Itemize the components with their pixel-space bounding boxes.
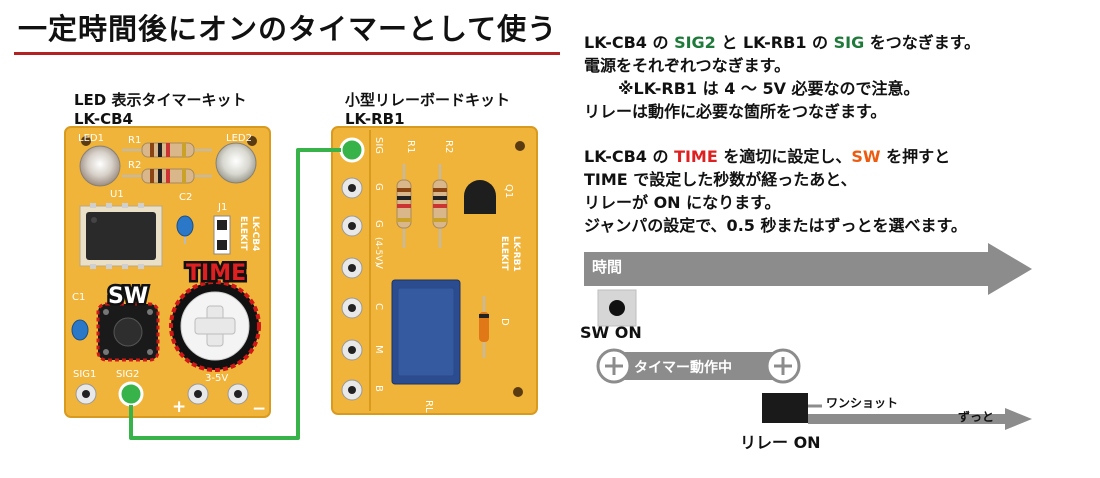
solder-pad-icon	[341, 177, 363, 199]
cb4-sig1-label: SIG1	[73, 369, 96, 380]
time-arrow	[584, 243, 1032, 295]
rb1-r2-label: R2	[443, 140, 454, 153]
resistor-icon	[122, 142, 212, 158]
resistor-icon	[432, 164, 448, 248]
solder-pad-icon	[339, 137, 365, 163]
rb1-b-label: B	[373, 385, 384, 392]
rb1-d-label: D	[499, 318, 510, 326]
timer-running-label: タイマー動作中	[634, 360, 732, 376]
rb1-q1-label: Q1	[503, 184, 514, 198]
cb4-c2-label: C2	[179, 192, 192, 203]
led1-icon	[79, 145, 121, 187]
one-shot-label: ワンショット	[826, 396, 899, 410]
rb1-rl-label: RL	[423, 400, 434, 413]
page-title: 一定時間後にオンのタイマーとして使う	[18, 12, 558, 46]
cb4-board-name: LED 表示タイマーキット	[74, 91, 247, 109]
relay-on-label: リレー ON	[740, 433, 821, 452]
time-callout: TIME	[186, 261, 246, 286]
cb4-plus-label: +	[172, 397, 186, 417]
cb4-board-model: LK-CB4	[74, 110, 133, 128]
capacitor-icon	[71, 319, 89, 341]
desc1-line2: 電源をそれぞれつなぎます。	[584, 56, 791, 75]
lk-rb1-board: SIG G G (4-5V) V C M B R1 R2 Q1 ELEKIT L…	[331, 126, 538, 415]
sw-callout: SW	[108, 284, 148, 309]
rb1-v-label: V	[373, 262, 384, 269]
forever-label: ずっと	[958, 410, 995, 424]
cb4-led1-label: LED1	[78, 133, 104, 144]
rb1-r1-label: R1	[405, 140, 416, 153]
wiring-illustration: LED1 LED2 R1 R2 U1 C2	[64, 126, 538, 440]
desc2-line3: リレーが ON になります。	[584, 193, 781, 212]
desc2-line1: LK-CB4 の TIME を適切に設定し、SW を押すと	[584, 147, 951, 166]
cb4-sig2-label: SIG2	[116, 369, 139, 380]
rb1-sig-label: SIG	[373, 137, 384, 154]
rb1-m-label: M	[373, 345, 384, 354]
cb4-board-label: LED 表示タイマーキット LK-CB4	[74, 91, 246, 129]
led2-icon	[215, 142, 257, 184]
desc1-line4: リレーは動作に必要な箇所をつなぎます。	[584, 102, 887, 121]
diode-icon	[479, 296, 489, 358]
solder-pad-icon	[341, 297, 363, 319]
capacitor-icon	[176, 215, 194, 244]
rb1-g2-label: G	[373, 220, 384, 228]
desc2-line4: ジャンパの設定で、0.5 秒またはずっとを選べます。	[584, 216, 967, 235]
cb4-model-label: LK-CB4	[250, 216, 260, 251]
desc2-line2: TIME で設定した秒数が経ったあと、	[584, 170, 857, 189]
timeline-diagram	[584, 243, 1032, 430]
cb4-c1-label: C1	[72, 292, 85, 303]
jumper-icon	[213, 215, 231, 255]
ic-chip-icon	[79, 203, 163, 269]
rb1-c-label: C	[373, 303, 384, 310]
solder-pad-icon	[341, 257, 363, 279]
rb1-board-model: LK-RB1	[345, 110, 405, 128]
transistor-icon	[464, 180, 496, 214]
time-arrow-label: 時間	[592, 258, 623, 276]
solder-pad-icon	[118, 381, 144, 407]
rb1-g1-label: G	[373, 183, 384, 191]
resistor-icon	[122, 168, 212, 184]
rb1-board-label: 小型リレーボードキット LK-RB1	[345, 91, 510, 129]
solder-pad-icon	[341, 379, 363, 401]
cb4-u1-label: U1	[110, 189, 124, 200]
resistor-icon	[396, 164, 412, 248]
solder-pad-icon	[75, 383, 97, 405]
forever-arrow	[808, 408, 1032, 430]
rb1-brand-label: ELEKIT	[499, 236, 509, 271]
potentiometer-icon	[169, 280, 261, 372]
solder-pad-icon	[227, 383, 249, 405]
sw-pressed-icon	[597, 289, 637, 327]
cb4-led2-label: LED2	[226, 133, 252, 144]
description-operation: LK-CB4 の TIME を適切に設定し、SW を押すと TIME で設定した…	[584, 145, 967, 237]
sw-on-label: SW ON	[580, 323, 642, 342]
desc1-line3: ※LK-RB1 は 4 ～ 5V 必要なので注意。	[618, 79, 920, 98]
cb4-minus-label: −	[252, 399, 266, 419]
timer-bar	[596, 348, 801, 384]
rb1-model-label: LK-RB1	[511, 236, 521, 272]
lk-cb4-board: LED1 LED2 R1 R2 U1 C2	[64, 126, 271, 419]
title-underline	[14, 52, 560, 55]
description-connection: LK-CB4 の SIG2 と LK-RB1 の SIG をつなぎます。 電源を…	[584, 31, 980, 123]
relay-icon	[391, 279, 461, 385]
desc1-line1: LK-CB4 の SIG2 と LK-RB1 の SIG をつなぎます。	[584, 33, 981, 52]
cb4-r1-label: R1	[128, 135, 141, 146]
solder-pad-icon	[341, 215, 363, 237]
cb4-j1-label: J1	[217, 202, 227, 213]
rb1-voltage-label: (4-5V)	[373, 237, 383, 265]
relay-on-block	[762, 393, 808, 423]
push-switch-icon	[96, 302, 160, 362]
solder-pad-icon	[187, 383, 209, 405]
connection-wire	[129, 148, 341, 440]
cb4-voltage-label: 3-5V	[205, 373, 228, 384]
rb1-board-name: 小型リレーボードキット	[345, 91, 511, 109]
cb4-r2-label: R2	[128, 160, 141, 171]
solder-pad-icon	[341, 339, 363, 361]
cb4-brand-label: ELEKIT	[238, 216, 248, 251]
